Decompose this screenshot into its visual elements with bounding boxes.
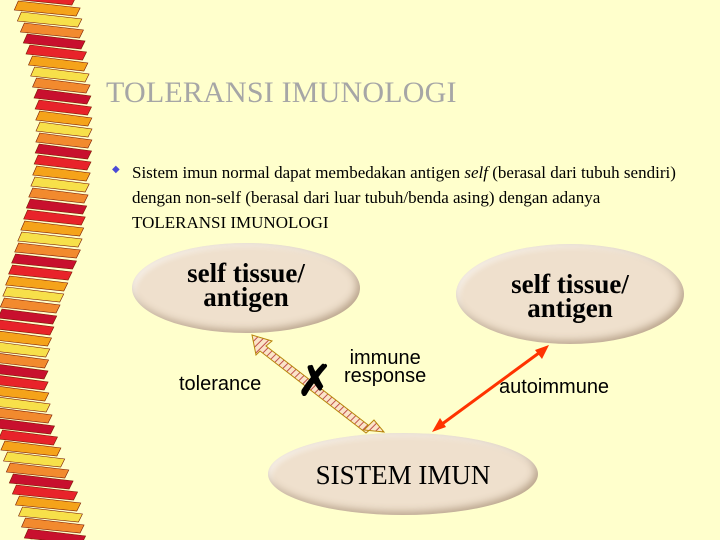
immune-system-label: SISTEM IMUN: [315, 460, 491, 490]
tolerance-arrow: [251, 334, 386, 434]
bullet-diamond-icon: ◆: [112, 164, 120, 175]
autoimmune-arrow: [432, 345, 549, 432]
bullet-text: Sistem imun normal dapat membedakan anti…: [132, 160, 692, 235]
immune-response-label: immune response: [344, 347, 427, 387]
left-antigen-line1: self tissue/: [187, 258, 305, 288]
immune-response-line1: immune: [349, 347, 421, 369]
bullet-text-start: Sistem imun normal dapat membedakan anti…: [132, 163, 465, 182]
spiral-binding-decoration: [0, 0, 93, 540]
immune-response-line2: response: [344, 365, 427, 387]
right-antigen-label: self tissue/ antigen: [456, 269, 684, 323]
left-antigen-label: self tissue/ antigen: [132, 258, 360, 312]
left-antigen-line2: antigen: [203, 282, 289, 312]
blocked-x-icon: ✗: [297, 359, 333, 405]
bullet-text-end: (berasal dari tubuh sendiri) dengan non-…: [132, 163, 676, 232]
right-antigen-node: [456, 244, 684, 344]
right-antigen-line2: antigen: [527, 293, 613, 323]
autoimmune-label: autoimmune: [499, 376, 610, 398]
left-antigen-node: [132, 243, 360, 333]
tolerance-label: tolerance: [179, 373, 262, 395]
bullet-text-emphasis: self: [464, 163, 488, 182]
right-antigen-line1: self tissue/: [511, 269, 629, 299]
immune-system-node: [268, 433, 538, 515]
slide-title: TOLERANSI IMUNOLOGI: [106, 76, 457, 109]
